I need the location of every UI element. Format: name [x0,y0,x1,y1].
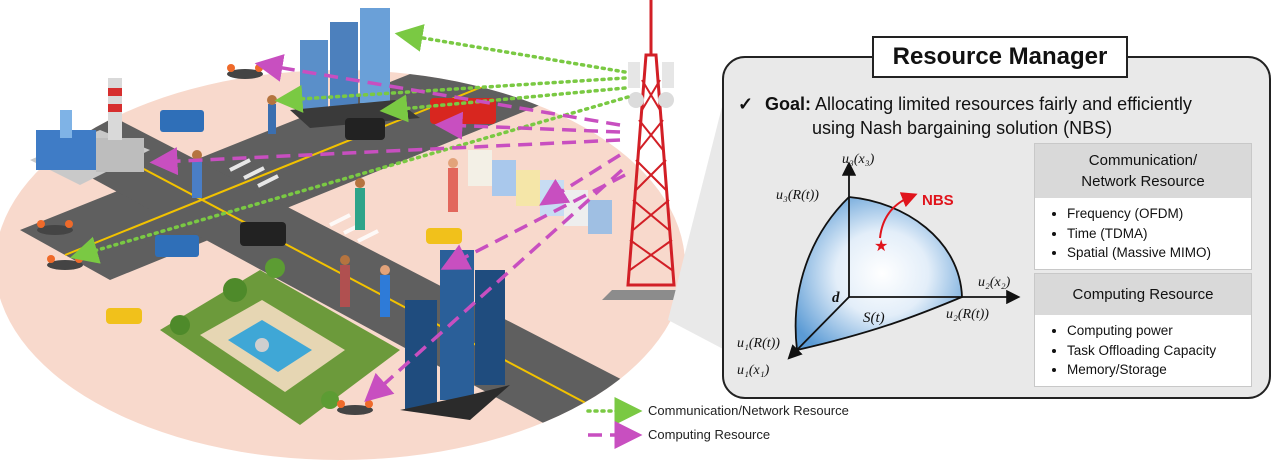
computing-resource-list: Computing power Task Offloading Capacity… [1035,315,1251,386]
u1-point-label: u₁(R(t)) [737,336,780,351]
u3-axis-label: u₃(x₃) [842,152,875,167]
list-item: Spatial (Massive MIMO) [1067,243,1245,263]
computing-resource-heading: Computing Resource [1035,274,1251,315]
nbs-arrow [879,192,918,239]
communication-resource-list: Frequency (OFDM) Time (TDMA) Spatial (Ma… [1035,198,1251,269]
communication-resource-heading: Communication/ Network Resource [1035,144,1251,198]
u2-axis-label: u₂(x₂) [978,275,1011,290]
goal-text-line1: Allocating limited resources fairly and … [815,94,1192,114]
check-icon: ✓ [738,94,754,114]
list-item: Task Offloading Capacity [1067,341,1245,361]
communication-arrows [69,24,630,264]
list-item: Computing power [1067,321,1245,341]
computing-arrows [149,54,626,403]
origin-label: d [832,290,840,306]
goal-statement: ✓ Goal: Allocating limited resources fai… [738,92,1258,140]
legend-communication-label: Communication/Network Resource [648,403,849,418]
u2-point-label: u₂(R(t)) [946,307,989,322]
row-houses [468,150,612,234]
legend-computing: Computing Resource [588,427,770,442]
callout-wedge [668,95,725,350]
goal-text-line2: using Nash bargaining solution (NBS) [812,118,1113,138]
list-item: Memory/Storage [1067,360,1245,380]
feasible-utility-region [794,196,963,352]
u3-point-label: u₃(R(t)) [776,188,819,203]
list-item: Frequency (OFDM) [1067,204,1245,224]
park-plaza [160,258,400,425]
region-label: S(t) [863,310,885,326]
list-item: Time (TDMA) [1067,224,1245,244]
communication-resource-box: Communication/ Network Resource Frequenc… [1034,143,1252,270]
factory [30,78,150,185]
downtown-skyscrapers [400,250,510,420]
cell-tower [602,0,700,300]
goal-label: Goal: [765,94,812,114]
u1-axis [787,296,850,360]
utility-region-plot: ★ u₃(x₃) u₃(R(t)) u₂(x₂) u₂(R(t)) u₁(R(t… [737,152,1021,378]
nbs-label: NBS [922,192,954,209]
vehicles [106,98,496,324]
legend-communication: Communication/Network Resource [588,403,849,418]
resource-manager-title: Resource Manager [872,36,1128,78]
legend-computing-label: Computing Resource [648,427,771,442]
computing-resource-box: Computing Resource Computing power Task … [1034,273,1252,387]
u1-axis-label: u₁(x₁) [737,363,770,378]
pedestrians [192,95,458,317]
nbs-star: ★ [874,236,888,255]
